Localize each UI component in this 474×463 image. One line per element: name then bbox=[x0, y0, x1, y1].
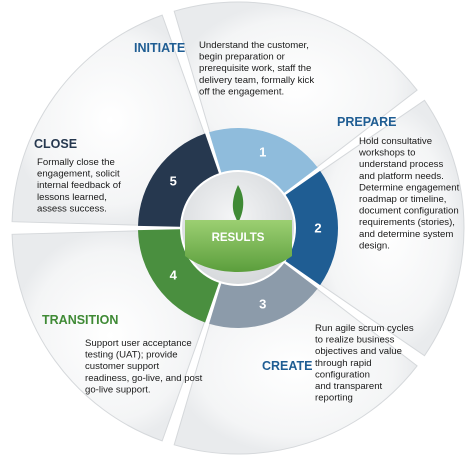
description-line: Understand the customer, bbox=[199, 40, 309, 51]
phase-close-title: CLOSE bbox=[34, 137, 77, 151]
description-line: prerequisite work, staff the bbox=[199, 63, 311, 74]
description-line: readiness, go-live, and post bbox=[85, 373, 203, 384]
description-line: Support user acceptance bbox=[85, 338, 192, 349]
description-line: lessons learned, bbox=[37, 192, 107, 203]
description-line: Determine engagement bbox=[359, 182, 460, 193]
ring-number-transition: 4 bbox=[170, 268, 178, 283]
phase-initiate-description: Understand the customer,begin preparatio… bbox=[199, 40, 314, 97]
ring-segment-close bbox=[138, 133, 219, 227]
phase-create-title: CREATE bbox=[262, 359, 312, 373]
results-banner bbox=[185, 220, 292, 272]
leaf-icon bbox=[232, 185, 244, 223]
ring-segment-transition bbox=[138, 229, 219, 323]
ring-segment-prepare bbox=[285, 170, 338, 286]
description-line: engagement, solicit bbox=[37, 169, 120, 180]
description-line: configuration bbox=[315, 369, 370, 380]
results-hub: RESULTS bbox=[182, 172, 294, 284]
description-line: go-live support. bbox=[85, 384, 151, 395]
description-line: and determine system bbox=[359, 229, 453, 240]
phase-initiate-title: INITIATE bbox=[134, 41, 185, 55]
ring-number-prepare: 2 bbox=[314, 221, 321, 236]
description-line: design. bbox=[359, 240, 390, 251]
description-line: document configuration bbox=[359, 206, 459, 217]
description-line: customer support bbox=[85, 361, 159, 372]
phase-transition-title: TRANSITION bbox=[42, 313, 118, 327]
ring-number-initiate: 1 bbox=[259, 144, 266, 159]
description-line: testing (UAT); provide bbox=[85, 350, 178, 361]
ring-number-close: 5 bbox=[170, 173, 177, 188]
description-line: begin preparation or bbox=[199, 52, 286, 63]
ring-number-create: 3 bbox=[259, 297, 266, 312]
description-line: assess success. bbox=[37, 203, 107, 214]
description-line: workshops to bbox=[358, 148, 416, 159]
description-line: Run agile scrum cycles bbox=[315, 323, 414, 334]
description-line: internal feedback of bbox=[37, 180, 121, 191]
ring-segment-create bbox=[209, 263, 318, 328]
ring-segment-initiate bbox=[209, 128, 318, 193]
description-line: Formally close the bbox=[37, 157, 115, 168]
description-line: through rapid bbox=[315, 358, 372, 369]
description-line: requirements (stories), bbox=[359, 217, 455, 228]
description-line: and transparent bbox=[315, 381, 383, 392]
phase-initiate-block: INITIATE Understand the customer,begin p… bbox=[134, 40, 314, 97]
description-line: objectives and value bbox=[315, 346, 402, 357]
description-line: reporting bbox=[315, 393, 353, 404]
description-line: delivery team, formally kick bbox=[199, 75, 314, 86]
phase-ring: 1 2 3 4 5 bbox=[138, 128, 338, 328]
description-line: to realize business bbox=[315, 335, 395, 346]
phase-prepare-title: PREPARE bbox=[337, 115, 397, 129]
description-line: and platform needs. bbox=[359, 171, 444, 182]
results-label: RESULTS bbox=[212, 232, 265, 244]
description-line: roadmap or timeline, bbox=[359, 194, 446, 205]
description-line: understand process bbox=[359, 159, 443, 170]
description-line: Hold consultative bbox=[359, 136, 432, 147]
description-line: off the engagement. bbox=[199, 86, 284, 97]
